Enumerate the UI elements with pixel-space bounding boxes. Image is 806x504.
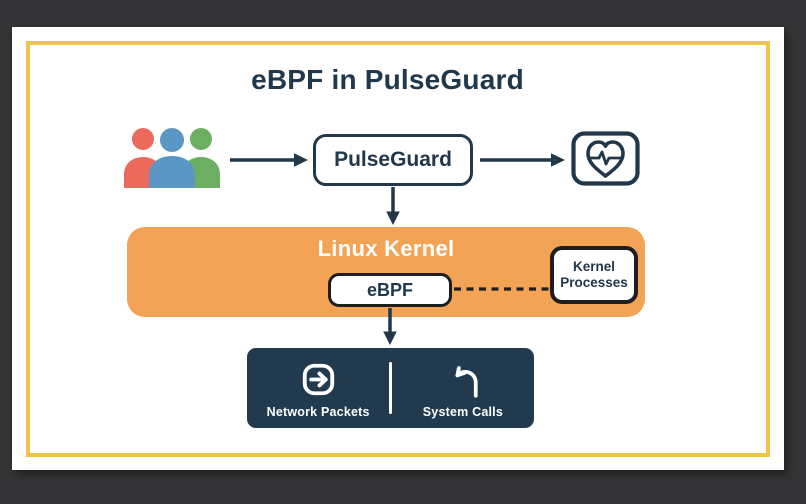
ebpf-node: eBPF [328,273,452,307]
panel-divider [389,362,392,414]
network-packets-icon [302,363,334,396]
system-calls-item: System Calls [392,348,534,428]
network-packets-label: Network Packets [266,404,370,419]
system-calls-label: System Calls [422,404,503,419]
decorative-border [26,41,770,457]
kernel-processes-label: Kernel Processes [560,258,628,290]
pulseguard-node: PulseGuard [313,134,473,186]
network-packets-item: Network Packets [247,348,389,428]
people-group-icon [124,128,220,188]
system-calls-icon [455,365,478,398]
network-packets-icon-slot [302,361,335,399]
page-title: eBPF in PulseGuard [251,64,524,95]
pulseguard-label: PulseGuard [334,148,452,171]
system-calls-icon-slot [442,361,484,399]
heart-monitor-icon [571,131,640,186]
linux-kernel-label: Linux Kernel [317,236,455,261]
kernel-processes-node: Kernel Processes [550,246,638,304]
ebpf-label: eBPF [366,279,413,300]
hooks-panel: Network Packets System Calls [247,348,534,428]
